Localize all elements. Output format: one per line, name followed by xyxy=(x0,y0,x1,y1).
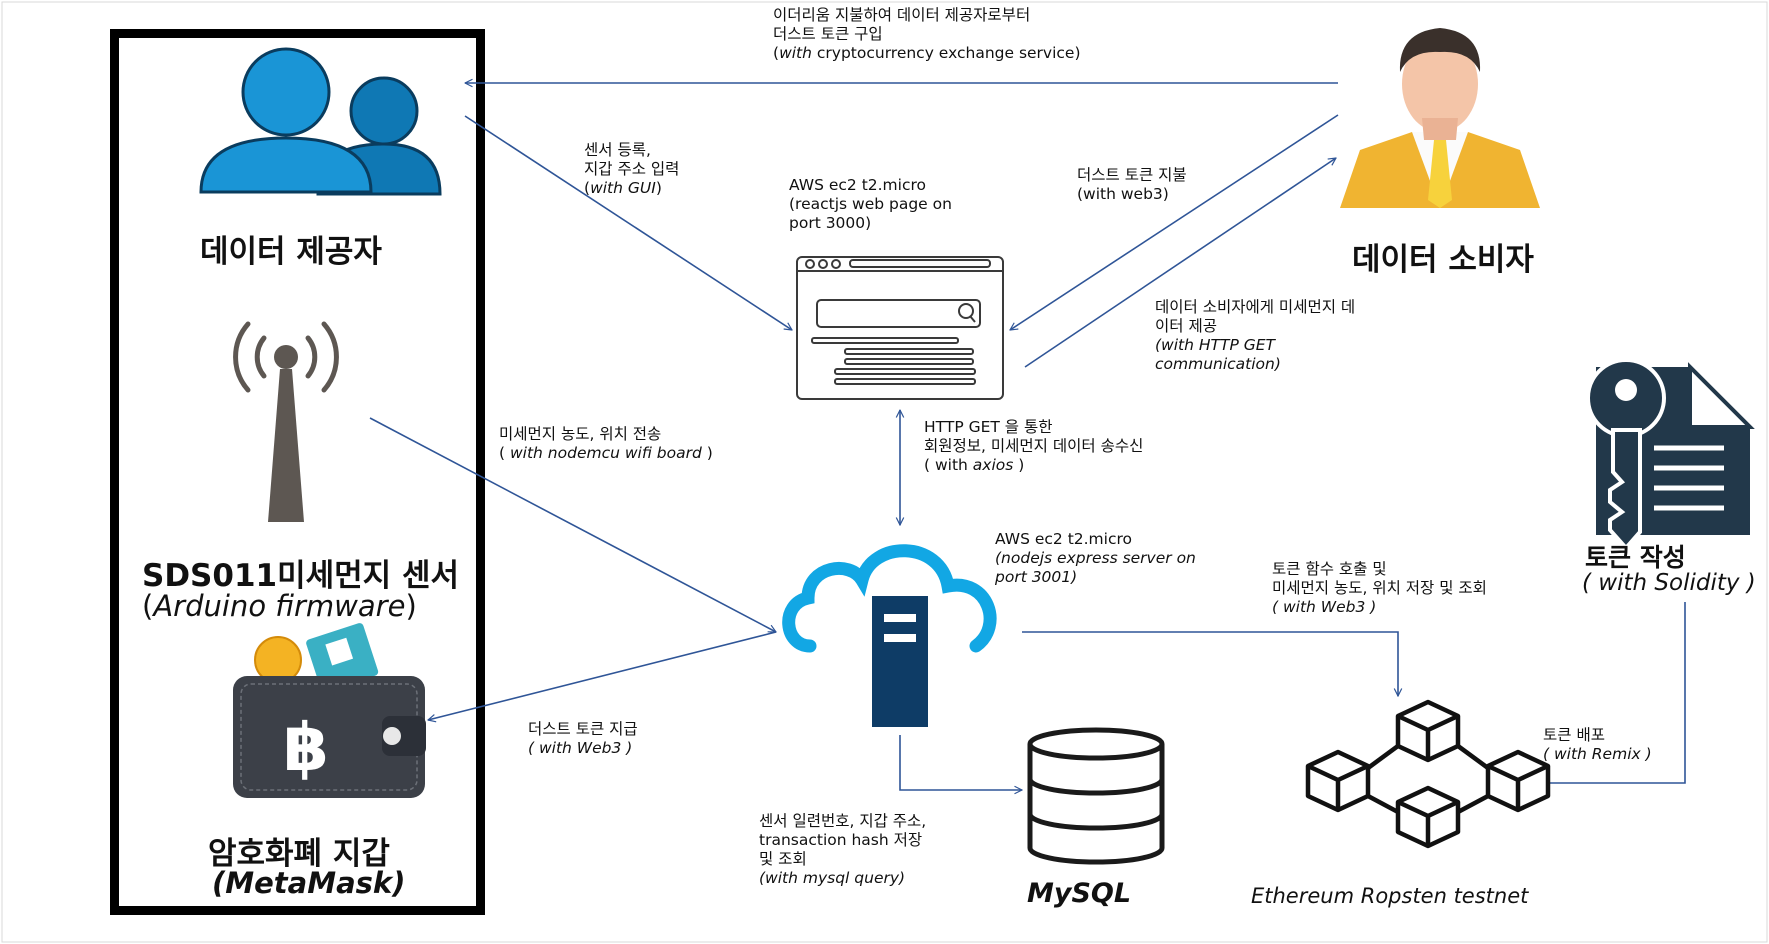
sensor-send-board: with nodemcu wifi board xyxy=(509,444,702,462)
sensor-subtitle: (Arduino firmware) xyxy=(142,589,417,623)
token-title: 토큰 작성 xyxy=(1585,543,1686,572)
register-line1: 센서 등록, xyxy=(584,141,651,159)
buy-token-line1: 이더리움 지불하여 데이터 제공자로부터 xyxy=(773,6,1031,24)
mysql-store-line4: (with mysql query) xyxy=(759,869,906,887)
sensor-subtitle-close: ) xyxy=(405,589,417,623)
edge-label-contract-call: 토큰 함수 호출 및 미세먼지 농도, 위치 저장 및 조회 ( with We… xyxy=(1272,560,1487,617)
database-icon xyxy=(1027,727,1165,865)
pay-token-line2: (with web3) xyxy=(1077,185,1169,203)
server-caption-line1: AWS ec2 t2.micro xyxy=(995,530,1133,548)
provide-data-line3: (with HTTP GET xyxy=(1155,336,1275,354)
mysql-store-line1: 센서 일련번호, 지갑 주소, xyxy=(759,812,927,830)
pay-token-line1: 더스트 토큰 지불 xyxy=(1077,166,1187,184)
web-server-caption: AWS ec2 t2.micro (reactjs web page on po… xyxy=(789,176,952,233)
arrow-consumer-to-web xyxy=(1010,114,1339,330)
arrow-token-to-ethereum xyxy=(1525,602,1686,783)
svg-text:฿: ฿ xyxy=(283,709,329,786)
blockchain-cubes-icon xyxy=(1305,699,1551,849)
antenna-icon xyxy=(233,321,339,522)
sensor-subtitle-firmware: Arduino firmware xyxy=(153,589,406,623)
sensor-subtitle-open: ( xyxy=(142,589,154,623)
key-document-icon xyxy=(1586,358,1755,552)
http-get-axios: axios xyxy=(972,456,1014,474)
edge-label-token-pay-wallet: 더스트 토큰 지급 ( with Web3 ) xyxy=(528,720,638,758)
server-caption-line2: (nodejs express server on xyxy=(995,549,1196,567)
register-close: ) xyxy=(655,179,662,197)
web-caption-line1: AWS ec2 t2.micro xyxy=(789,176,927,194)
buy-token-open: ( xyxy=(773,44,780,62)
consumer-title: 데이터 소비자 xyxy=(1352,242,1534,278)
arrow-sensor-to-server xyxy=(369,417,776,633)
sensor-send-open: ( xyxy=(499,444,510,462)
api-server-caption: AWS ec2 t2.micro (nodejs express server … xyxy=(995,530,1196,587)
contract-call-line3: ( with Web3 ) xyxy=(1272,598,1377,616)
provider-title: 데이터 제공자 xyxy=(200,234,382,270)
edge-label-pay-token: 더스트 토큰 지불 (with web3) xyxy=(1077,166,1187,204)
edge-label-provide-data: 데이터 소비자에게 미세먼지 데 이터 제공 (with HTTP GET co… xyxy=(1155,298,1355,374)
deploy-line1: 토큰 배포 xyxy=(1543,726,1605,744)
register-open: ( xyxy=(584,179,591,197)
mysql-label: MySQL xyxy=(1027,878,1132,909)
http-get-line2: 회원정보, 미세먼지 데이터 송수신 xyxy=(924,437,1144,455)
cloud-server-icon xyxy=(782,544,997,727)
users-icon xyxy=(199,47,442,196)
http-get-line3: ( with axios ) xyxy=(924,456,1143,475)
arrow-server-to-mysql xyxy=(899,735,1022,790)
http-get-close: ) xyxy=(1013,456,1025,474)
server-caption-line3: port 3001) xyxy=(995,568,1078,586)
arrow-provider-to-web xyxy=(464,115,792,330)
buy-token-line3: (with cryptocurrency exchange service) xyxy=(773,44,1081,63)
arrow-server-to-ethereum xyxy=(1022,631,1398,696)
sensor-send-line2: ( with nodemcu wifi board ) xyxy=(499,444,713,463)
token-pay-line2: ( with Web3 ) xyxy=(528,739,633,757)
wallet-title: 암호화폐 지갑 xyxy=(208,836,390,872)
sensor-send-line1: 미세먼지 농도, 위치 전송 xyxy=(499,425,662,443)
token-pay-line1: 더스트 토큰 지급 xyxy=(528,720,638,738)
buy-token-line2: 더스트 토큰 구입 xyxy=(773,25,883,43)
provide-data-line1: 데이터 소비자에게 미세먼지 데 xyxy=(1155,298,1356,316)
http-get-open: ( with xyxy=(924,456,973,474)
browser-window-icon xyxy=(796,256,1004,400)
edge-label-buy-token: 이더리움 지불하여 데이터 제공자로부터 더스트 토큰 구입 (with cry… xyxy=(773,6,1081,63)
edge-label-deploy: 토큰 배포 ( with Remix ) xyxy=(1543,726,1652,764)
web-caption-line3: port 3000) xyxy=(789,214,872,232)
register-line2: 지갑 주소 입력 xyxy=(584,160,680,178)
register-with-gui: with GUI xyxy=(590,179,656,197)
ethereum-label: Ethereum Ropsten testnet xyxy=(1251,884,1529,908)
edge-label-mysql-store: 센서 일련번호, 지갑 주소, transaction hash 저장 및 조회… xyxy=(759,812,926,888)
edge-label-sensor-send: 미세먼지 농도, 위치 전송 ( with nodemcu wifi board… xyxy=(499,425,713,463)
mysql-store-line2: transaction hash 저장 xyxy=(759,831,923,849)
register-line3: (with GUI) xyxy=(584,179,679,198)
provide-data-line4: communication) xyxy=(1155,355,1281,373)
contract-call-line1: 토큰 함수 호출 및 xyxy=(1272,560,1387,578)
buy-token-with: with xyxy=(779,44,812,62)
http-get-line1: HTTP GET 을 통한 xyxy=(924,418,1053,436)
sensor-send-close: ) xyxy=(701,444,713,462)
provide-data-line2: 이터 제공 xyxy=(1155,317,1217,335)
mysql-store-line3: 및 조회 xyxy=(759,850,807,868)
web-caption-line2: (reactjs web page on xyxy=(789,195,952,213)
arrow-server-to-wallet xyxy=(428,631,777,720)
token-subtitle: ( with Solidity ) xyxy=(1582,570,1756,596)
edge-label-http-get: HTTP GET 을 통한 회원정보, 미세먼지 데이터 송수신 ( with … xyxy=(924,418,1143,475)
arrow-web-to-consumer xyxy=(1024,158,1336,368)
contract-call-line2: 미세먼지 농도, 위치 저장 및 조회 xyxy=(1272,579,1487,597)
buy-token-rest: cryptocurrency exchange service) xyxy=(811,44,1081,62)
businessman-icon xyxy=(1340,28,1540,208)
sensor-title: SDS011미세먼지 센서 xyxy=(142,558,460,594)
edge-label-register: 센서 등록, 지갑 주소 입력 (with GUI) xyxy=(584,141,679,198)
bitcoin-wallet-icon: ฿ xyxy=(233,623,426,798)
provider-group-frame xyxy=(110,29,485,915)
wallet-subtitle: (MetaMask) xyxy=(212,866,406,900)
deploy-line2: ( with Remix ) xyxy=(1543,745,1652,763)
